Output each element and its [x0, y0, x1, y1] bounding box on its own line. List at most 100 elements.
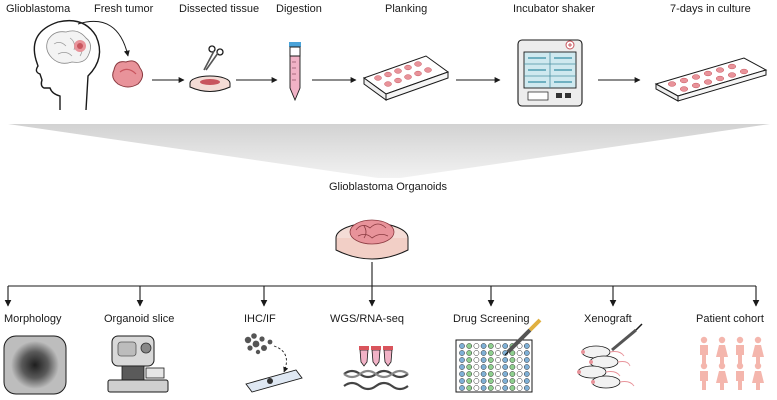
patient-body: [716, 345, 728, 364]
patient-head: [754, 362, 762, 370]
dna-tubes-icon: [343, 346, 409, 391]
culture-plate-icon: [654, 57, 768, 102]
plate-well: [495, 385, 501, 391]
plate-well: [509, 385, 516, 391]
plate-well: [466, 364, 473, 370]
plate-well: [466, 378, 473, 384]
step-label-fresh-tumor: Fresh tumor: [94, 3, 154, 15]
plate-well: [516, 371, 523, 377]
step-label-7-days-culture: 7-days in culture: [670, 3, 751, 15]
plate-well: [502, 385, 509, 391]
app-label-organoid-slice: Organoid slice: [104, 313, 175, 325]
plate-well: [466, 350, 473, 356]
plate-well: [473, 343, 480, 349]
app-label-patient-cohort: Patient cohort: [696, 313, 764, 325]
funnel-shape: [8, 124, 770, 178]
patient-head: [754, 336, 762, 344]
patient-head: [718, 336, 726, 344]
plate-well: [473, 371, 480, 377]
organoid-micrograph-icon: [3, 335, 67, 395]
plate-well: [473, 378, 480, 384]
plate-well: [473, 364, 480, 370]
plate-well: [502, 357, 509, 363]
plate-well: [509, 378, 516, 384]
plate-well: [487, 350, 494, 356]
slide-staining-icon: [244, 333, 303, 393]
plate-well: [523, 378, 530, 384]
plate-well: [523, 385, 530, 391]
patient-head: [736, 336, 744, 344]
step-label-glioblastoma: Glioblastoma: [6, 3, 71, 15]
plate-well: [466, 343, 473, 349]
plate-well: [459, 343, 465, 349]
plate-well: [495, 357, 501, 363]
plate-well: [459, 357, 465, 363]
app-label-drug-screening: Drug Screening: [453, 313, 530, 325]
patient-body: [736, 371, 744, 390]
plate-well: [495, 378, 501, 384]
plate-well: [523, 371, 530, 377]
plate-well: [459, 364, 465, 370]
plate-well: [480, 350, 487, 356]
vibratome-icon: [107, 335, 169, 393]
plate-well: [487, 343, 494, 349]
plate-well: [509, 371, 516, 377]
plate-well: [473, 357, 480, 363]
plate-well: [495, 364, 501, 370]
plate-well: [459, 385, 465, 391]
organoids-label: Glioblastoma Organoids: [328, 181, 448, 193]
plate-well: [473, 385, 480, 391]
plate-well: [516, 350, 523, 356]
plate-well: [466, 385, 473, 391]
arrow-head-to-tumor: [77, 20, 130, 57]
plate-well: [502, 364, 509, 370]
mice-injection-icon: [577, 323, 643, 389]
patient-head: [718, 362, 726, 370]
plate-well: [459, 350, 465, 356]
plate-well: [495, 343, 501, 349]
conical-tube-icon: [289, 42, 301, 102]
plate-well: [516, 343, 523, 349]
app-label-morphology: Morphology: [4, 313, 62, 325]
plate-well: [466, 357, 473, 363]
plate-well: [473, 350, 480, 356]
plate-well: [480, 385, 487, 391]
plate-well: [523, 343, 530, 349]
patient-head: [700, 362, 708, 370]
plate-well: [487, 371, 494, 377]
patient-body: [700, 371, 708, 390]
plate-well: [516, 378, 523, 384]
plate-well: [523, 350, 530, 356]
plate-well: [487, 385, 494, 391]
plate-well: [466, 371, 473, 377]
plate-well: [480, 357, 487, 363]
patient-body: [700, 345, 708, 364]
patient-body: [752, 371, 764, 390]
patient-body: [736, 345, 744, 364]
drug-plate-icon: [455, 318, 542, 393]
patient-head: [700, 336, 708, 344]
human-head-brain-icon: [33, 19, 101, 111]
plate-well: [523, 364, 530, 370]
plate-well: [502, 371, 509, 377]
well-plate-icon: [362, 55, 450, 101]
plate-well: [487, 378, 494, 384]
step-label-planking: Planking: [385, 3, 428, 15]
plate-well: [523, 357, 530, 363]
plate-well: [502, 343, 509, 349]
patient-body: [716, 371, 728, 390]
step-label-incubator-shaker: Incubator shaker: [513, 3, 595, 15]
plate-well: [480, 364, 487, 370]
step-label-dissected-tissue: Dissected tissue: [179, 3, 260, 15]
plate-well: [480, 378, 487, 384]
plate-well: [487, 364, 494, 370]
dish-scissors-icon: [189, 45, 231, 92]
plate-well: [495, 371, 501, 377]
incubator-icon: [517, 39, 583, 107]
step-label-digestion: Digestion: [276, 3, 322, 15]
tumor-tissue-icon: [112, 60, 144, 88]
plate-well: [509, 364, 516, 370]
app-label-wgs-rna-seq: WGS/RNA-seq: [330, 313, 404, 325]
